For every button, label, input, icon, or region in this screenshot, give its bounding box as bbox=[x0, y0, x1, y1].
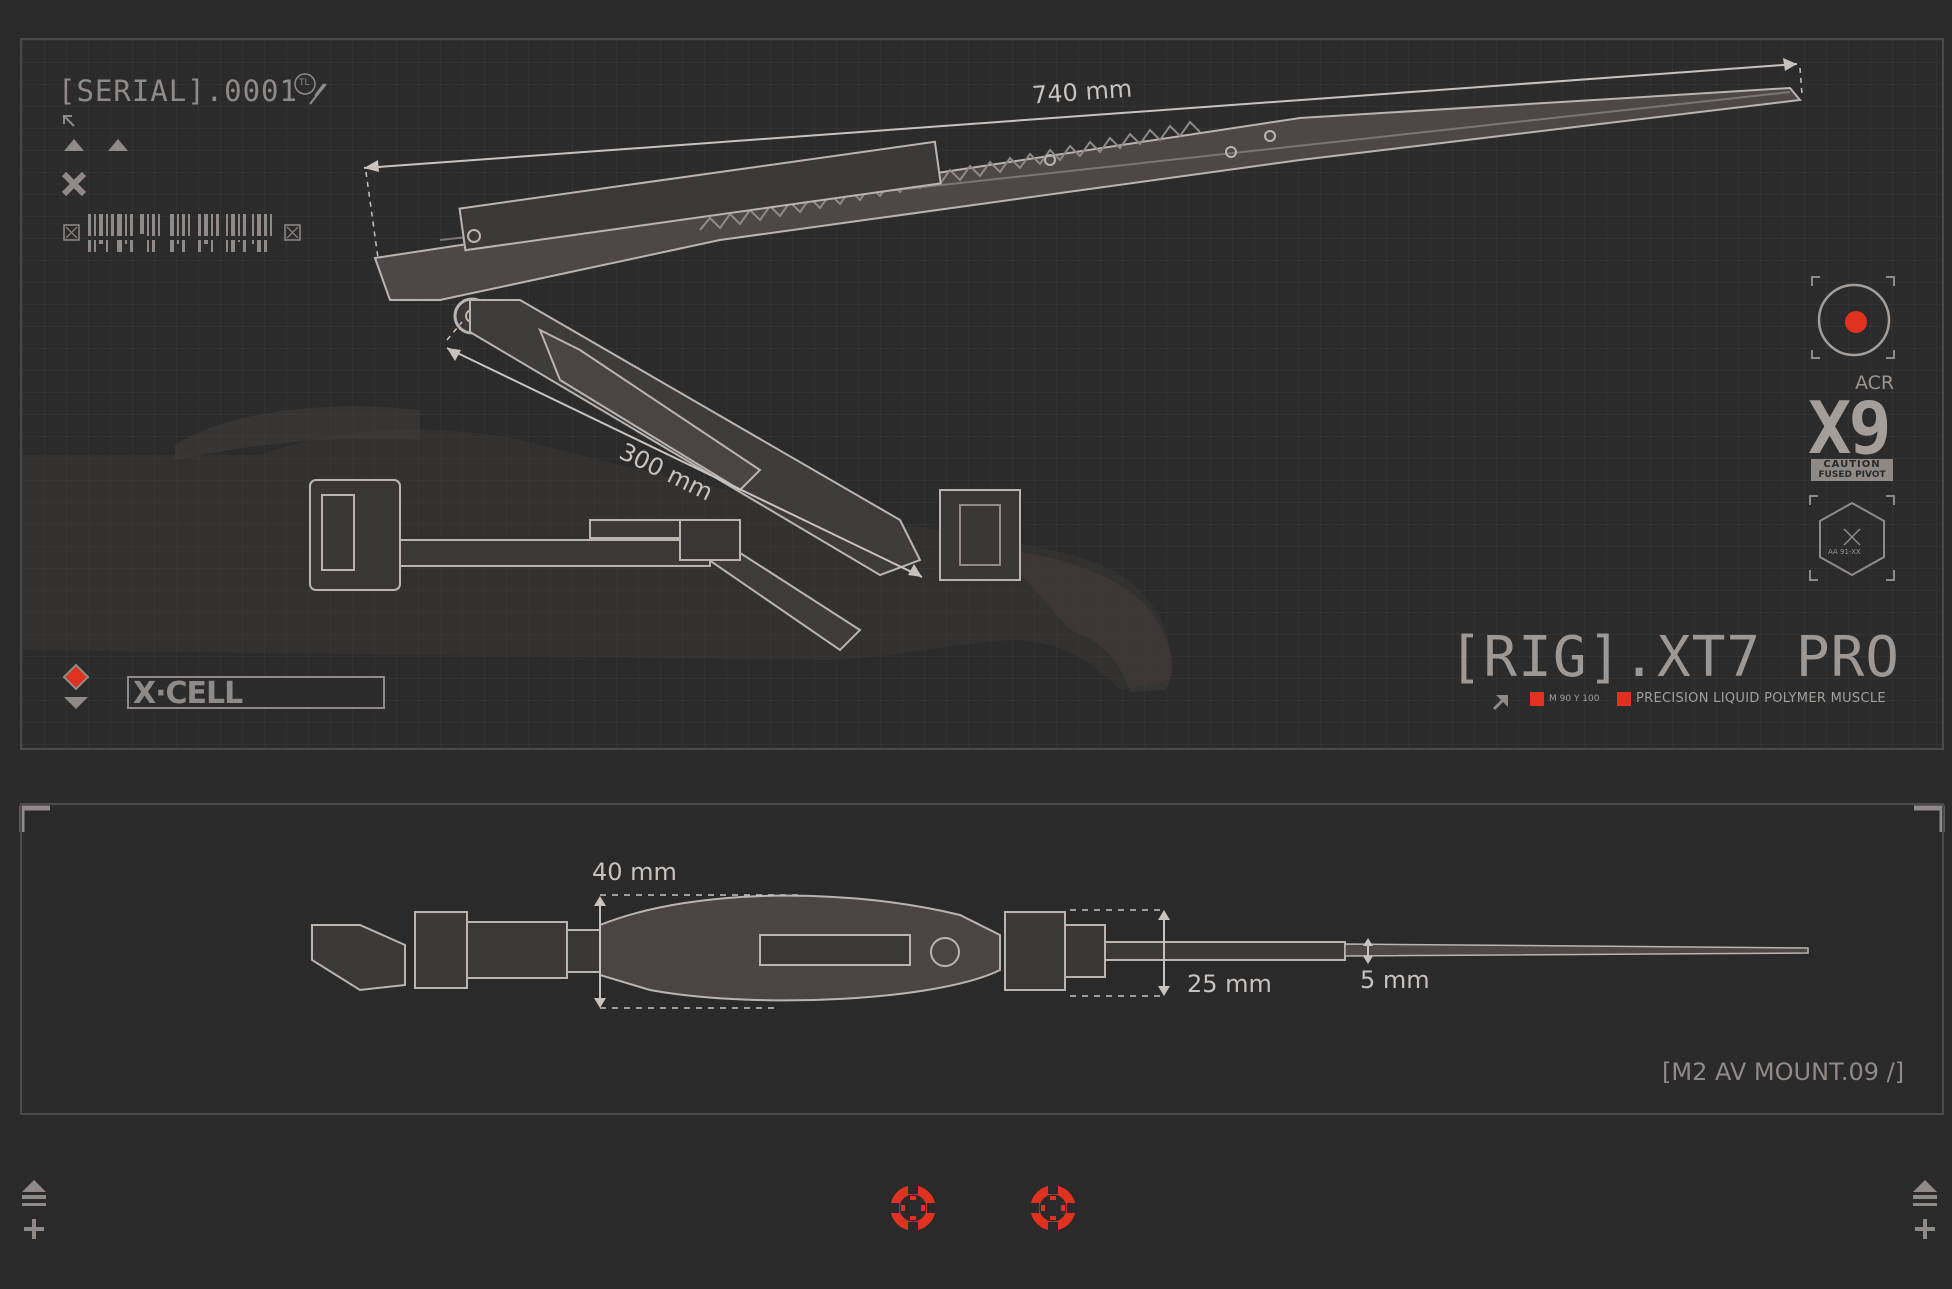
plus-icon bbox=[1915, 1219, 1935, 1239]
diamond-indicator-icon bbox=[62, 663, 90, 691]
caution-text: CAUTION bbox=[1823, 459, 1881, 470]
knuckle-silhouette bbox=[175, 406, 420, 460]
wrist-clamp bbox=[939, 489, 1021, 581]
caution-tag: CAUTION FUSED PIVOT bbox=[1811, 459, 1893, 481]
bottom-blueprint-panel bbox=[20, 803, 1944, 1115]
collapse-up-icon bbox=[22, 1180, 46, 1206]
product-subtitle: PRECISION LIQUID POLYMER MUSCLE bbox=[1636, 691, 1886, 706]
hexagon-x-icon bbox=[1809, 495, 1895, 581]
fingers-silhouette bbox=[1000, 550, 1173, 692]
acr-label: ACR bbox=[1855, 372, 1895, 394]
fused-pivot-text: FUSED PIVOT bbox=[1818, 470, 1886, 480]
topview-strap bbox=[311, 924, 406, 992]
xcell-logo-box bbox=[127, 676, 385, 709]
red-swatch bbox=[1530, 692, 1544, 706]
tl-badge-text: TL bbox=[299, 78, 310, 88]
corner-bracket bbox=[19, 805, 50, 832]
blade-handle bbox=[458, 140, 942, 252]
forearm-rail bbox=[399, 539, 711, 567]
dimension-line-740 bbox=[363, 63, 1798, 169]
target-icon bbox=[1029, 1184, 1077, 1232]
hex-code: AA 91-XX bbox=[1828, 548, 1861, 556]
topview-blade bbox=[1344, 943, 1809, 957]
lower-arm-linkage bbox=[538, 327, 762, 492]
blade-body bbox=[373, 86, 1802, 301]
dimension-line-300 bbox=[446, 347, 923, 578]
collapse-up-icon bbox=[1913, 1180, 1937, 1206]
red-swatch bbox=[1617, 692, 1631, 706]
dimension-label-5: 5 mm bbox=[1360, 966, 1430, 994]
mount-label: [M2 AV MOUNT.09 /] bbox=[1662, 1058, 1905, 1086]
blade-serration bbox=[699, 120, 1201, 231]
close-icon bbox=[61, 171, 87, 197]
triangle-up-icon bbox=[108, 139, 128, 151]
serial-label: [SERIAL].0001 bbox=[58, 74, 298, 108]
model-label: X9 bbox=[1808, 386, 1892, 470]
xcell-logo: X·CELL bbox=[133, 676, 243, 711]
product-title: [RIG].XT7 PRO bbox=[1448, 625, 1900, 690]
record-icon bbox=[1811, 276, 1895, 359]
dimension-label-25: 25 mm bbox=[1187, 970, 1272, 998]
triangle-down-icon bbox=[64, 697, 88, 709]
barcode-graphic bbox=[63, 214, 301, 252]
topview-mount bbox=[414, 911, 468, 989]
target-icon bbox=[889, 1184, 937, 1232]
dimension-label-40: 40 mm bbox=[592, 858, 677, 886]
tl-badge-icon bbox=[294, 73, 316, 95]
plus-icon bbox=[24, 1219, 44, 1239]
triangle-up-icon bbox=[64, 139, 84, 151]
color-code: M 90 Y 100 bbox=[1549, 694, 1600, 704]
